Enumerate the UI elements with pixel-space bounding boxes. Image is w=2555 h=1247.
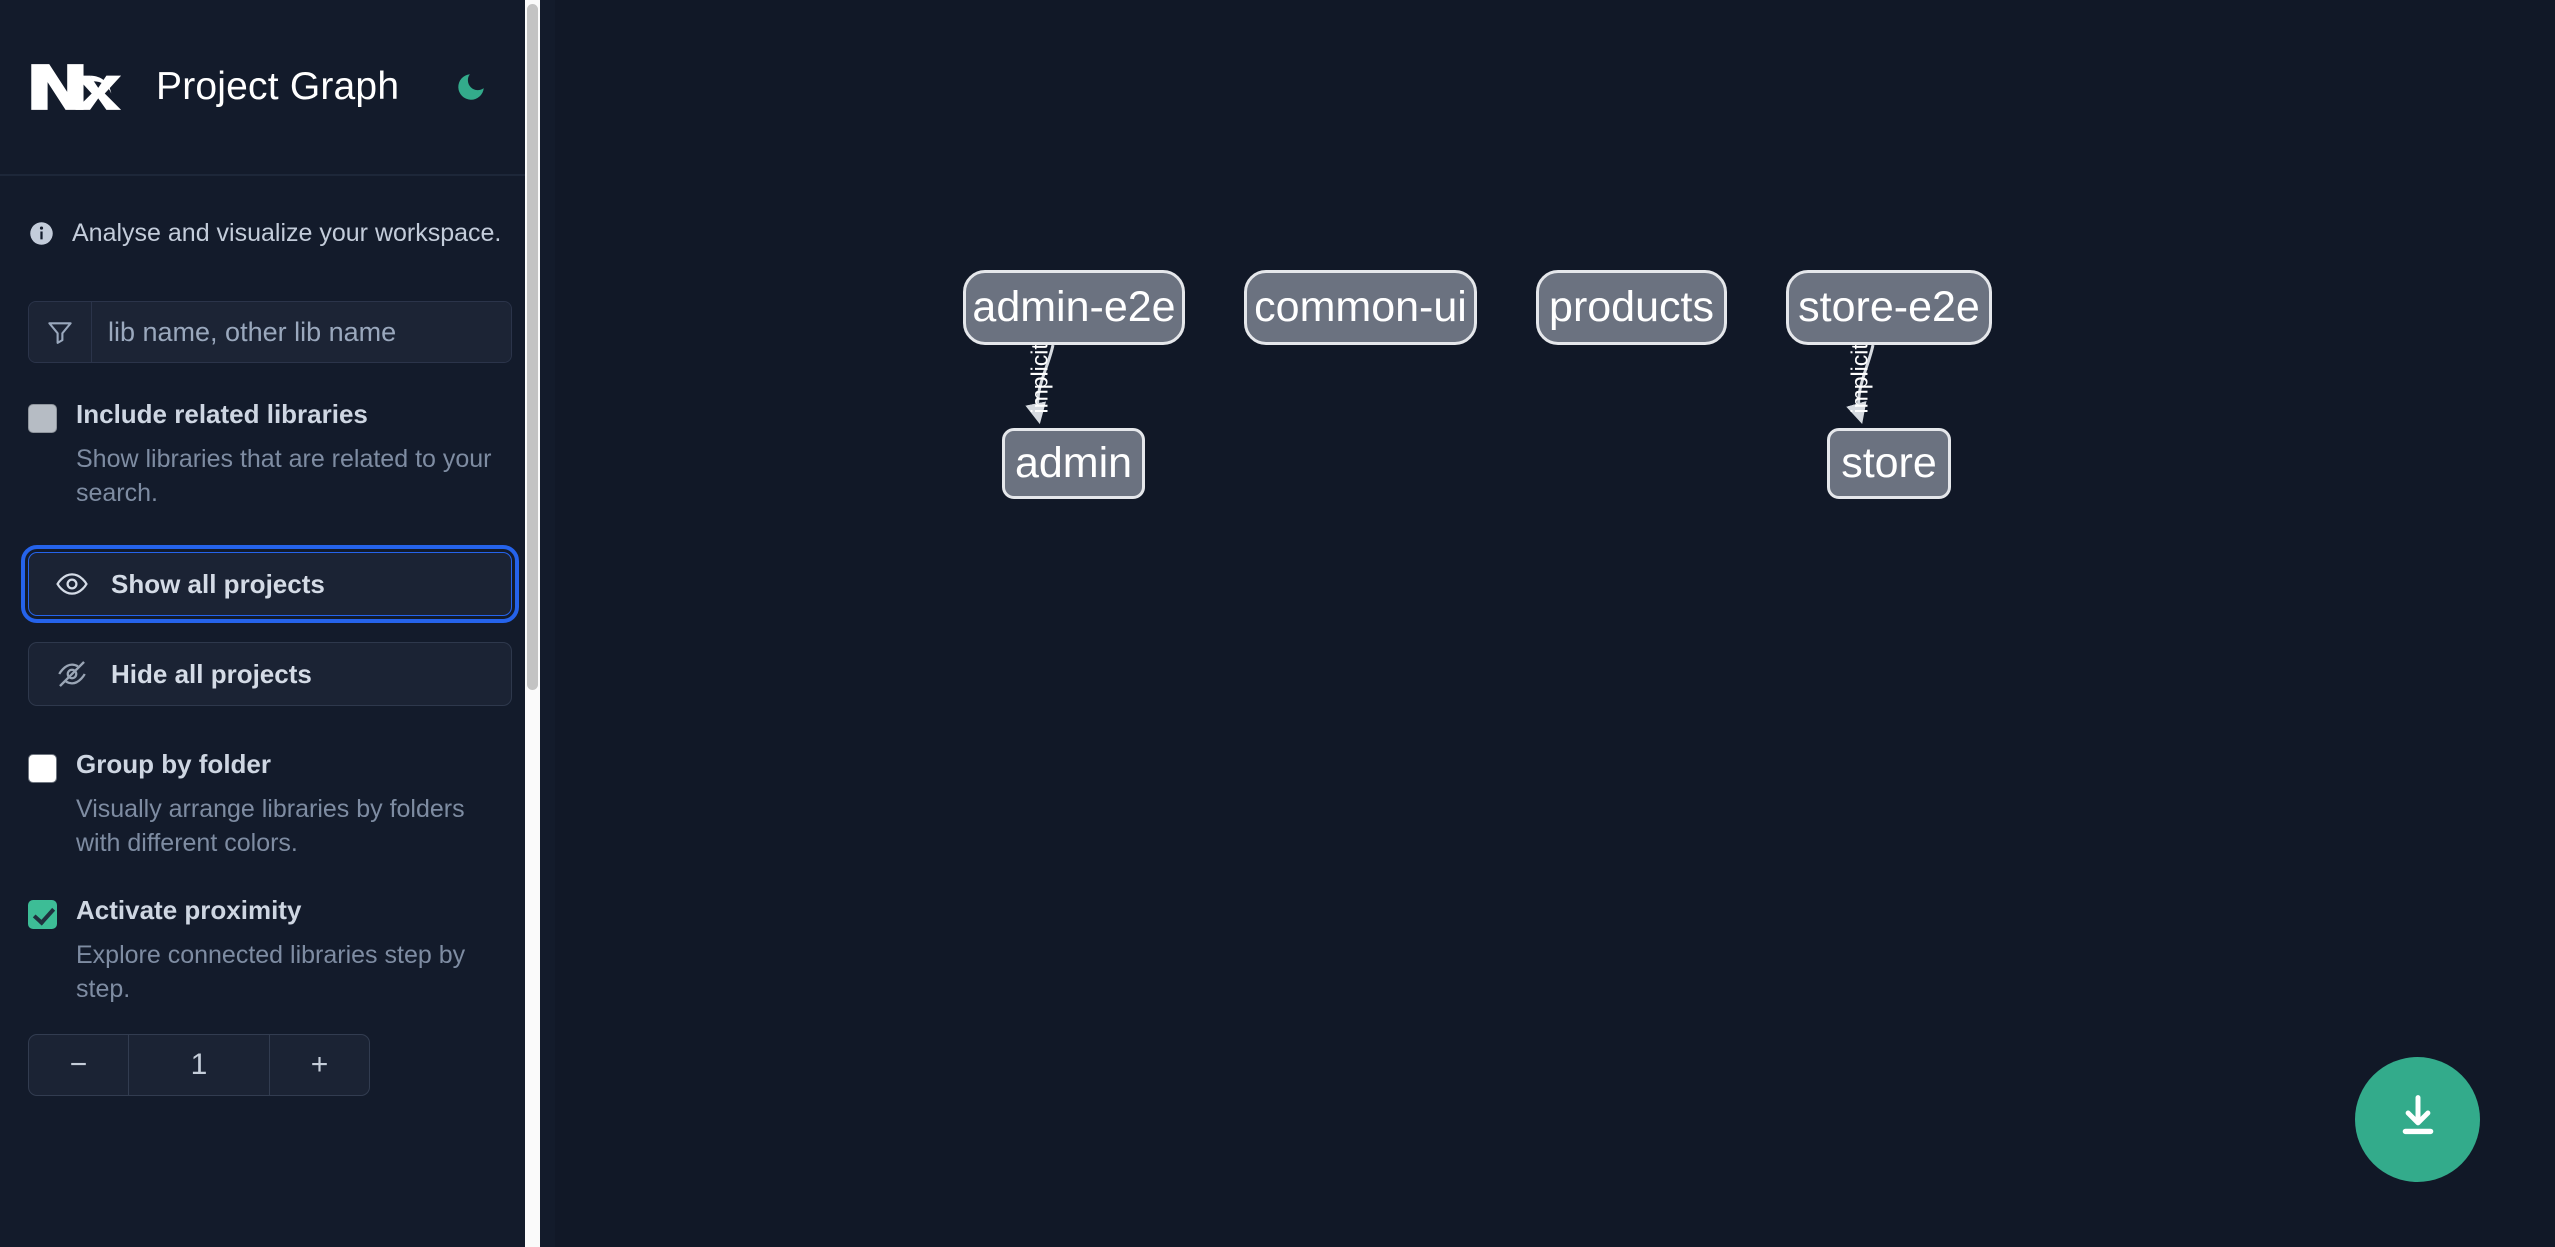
include-related-libraries-description: Show libraries that are related to your … — [76, 445, 492, 507]
activate-proximity-checkbox[interactable] — [28, 900, 57, 929]
include-related-libraries-label: Include related libraries — [76, 399, 368, 429]
moon-icon[interactable] — [451, 67, 491, 107]
edge-label-admin-e2e-to-admin: implicit — [1026, 343, 1053, 414]
hide-all-projects-label: Hide all projects — [111, 658, 312, 689]
eye-icon — [55, 567, 89, 601]
download-image-button[interactable] — [2355, 1057, 2480, 1182]
proximity-increment-button[interactable]: + — [269, 1035, 369, 1095]
workspace-tagline: Analyse and visualize your workspace. — [0, 176, 540, 248]
search-field — [28, 301, 512, 363]
graph-node-store[interactable]: store — [1827, 428, 1951, 499]
sidebar-scrollbar[interactable] — [525, 0, 540, 1247]
filter-icon — [29, 302, 92, 362]
hide-all-projects-button[interactable]: Hide all projects — [28, 642, 512, 706]
proximity-decrement-button[interactable]: − — [29, 1035, 129, 1095]
edge-label-store-e2e-to-store: implicit — [1846, 343, 1873, 414]
sidebar: Project Graph Analyse and visualize yo — [0, 0, 555, 1247]
option-include-related-libraries: Include related libraries Show libraries… — [0, 400, 540, 510]
download-icon — [2391, 1090, 2445, 1149]
graph-node-common-ui[interactable]: common-ui — [1244, 270, 1477, 345]
graph-node-products[interactable]: products — [1536, 270, 1727, 345]
proximity-stepper: − 1 + — [28, 1034, 370, 1096]
activate-proximity-description: Explore connected libraries step by step… — [76, 941, 466, 1003]
show-all-projects-label: Show all projects — [111, 568, 325, 599]
activate-proximity-label: Activate proximity — [76, 895, 302, 925]
include-related-libraries-checkbox[interactable] — [28, 404, 57, 433]
search-input[interactable] — [92, 302, 511, 362]
graph-node-admin-e2e[interactable]: admin-e2e — [963, 270, 1185, 345]
info-icon — [28, 220, 55, 247]
group-by-folder-label: Group by folder — [76, 749, 271, 779]
option-activate-proximity: Activate proximity Explore connected lib… — [0, 896, 540, 1006]
graph-node-admin[interactable]: admin — [1002, 428, 1145, 499]
sidebar-header: Project Graph — [0, 0, 540, 176]
option-group-by-folder: Group by folder Visually arrange librari… — [0, 750, 540, 860]
project-visibility-buttons: Show all projects Hide all projects — [0, 545, 540, 706]
show-all-projects-button[interactable]: Show all projects — [21, 545, 519, 623]
page-title: Project Graph — [156, 65, 400, 108]
eye-off-icon — [55, 657, 89, 691]
graph-node-store-e2e[interactable]: store-e2e — [1786, 270, 1992, 345]
tagline-text: Analyse and visualize your workspace. — [72, 219, 502, 247]
proximity-value: 1 — [190, 1048, 208, 1081]
graph-canvas[interactable]: implicit implicit admin-e2e common-ui pr… — [555, 0, 2555, 1247]
graph-edges — [1025, 344, 1875, 425]
group-by-folder-description: Visually arrange libraries by folders wi… — [76, 795, 465, 857]
group-by-folder-checkbox[interactable] — [28, 754, 57, 783]
nx-logo — [28, 57, 126, 117]
sidebar-content: Project Graph Analyse and visualize yo — [0, 0, 540, 1247]
sidebar-scrollbar-thumb[interactable] — [527, 4, 538, 690]
